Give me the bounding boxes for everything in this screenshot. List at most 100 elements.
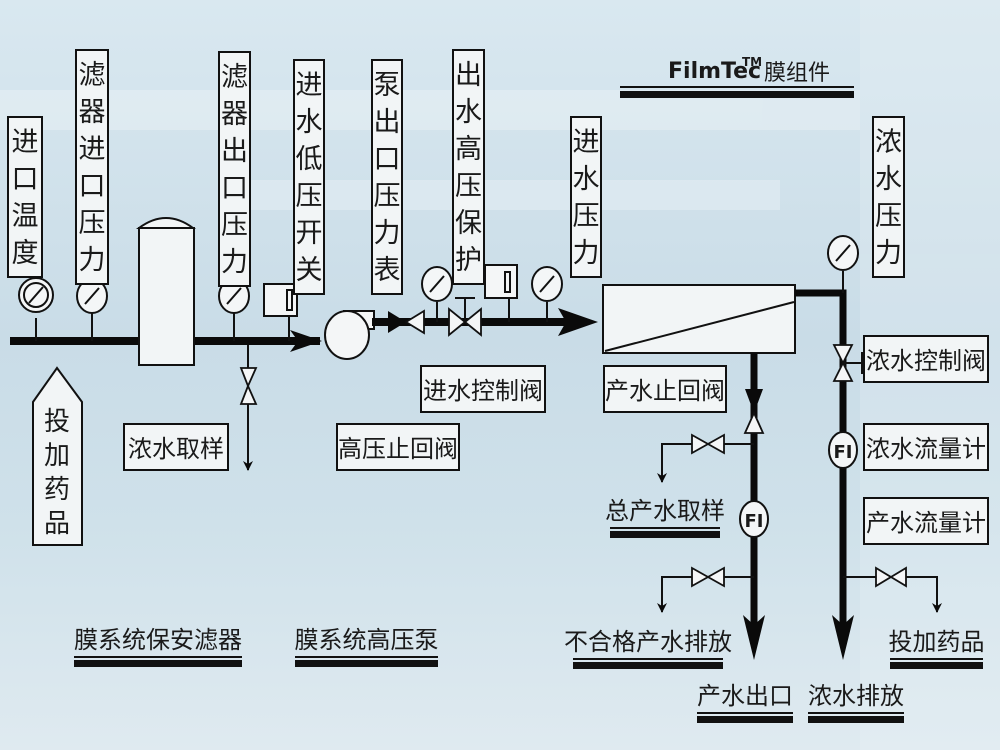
- high-pressure-pump-icon: [324, 310, 375, 360]
- cartridge-filter-vessel: [135, 217, 197, 366]
- chemical-dosing-branch: [843, 566, 942, 613]
- title-group: FilmTec TM 膜组件: [620, 55, 854, 98]
- label-char: 压: [296, 181, 323, 212]
- label-char: 压: [573, 201, 600, 232]
- label-permeate-check-valve: 产水止回阀: [603, 365, 727, 413]
- total-permeate-sampling-branch: [657, 433, 754, 483]
- svg-text:产水止回阀: 产水止回阀: [605, 377, 725, 405]
- label-high-pressure-check-valve: 高压止回阀: [336, 423, 460, 471]
- feed-pressure-gauge-icon: [531, 266, 563, 322]
- high-pressure-switch-icon: [484, 264, 518, 322]
- label-char: 进: [573, 127, 600, 158]
- label-high-pressure-pump: 膜系统高压泵: [295, 626, 439, 667]
- label-char: 器: [221, 99, 248, 130]
- concentrate-flowmeter-icon: FI: [828, 431, 858, 469]
- label-char: 力: [79, 245, 106, 276]
- label-char: 压: [79, 208, 106, 239]
- label-feed-control-valve: 进水控制阀: [420, 365, 546, 413]
- label-unqualified-permeate-drain: 不合格产水排放: [564, 628, 732, 669]
- label-char: 表: [374, 255, 401, 286]
- label-permeate-flowmeter: 产水流量计: [863, 497, 989, 545]
- filter-inlet-pressure-gauge-icon: [76, 278, 108, 341]
- label-concentrate-sampling: 浓水取样: [123, 423, 229, 471]
- label-char: 压: [374, 181, 401, 212]
- title-underline-thick: [620, 91, 854, 98]
- label-char: 关: [296, 255, 323, 286]
- svg-text:浓水取样: 浓水取样: [128, 435, 224, 463]
- label-char: 水: [296, 107, 323, 138]
- svg-text:膜系统高压泵: 膜系统高压泵: [295, 626, 439, 654]
- label-total-permeate-sampling: 总产水取样: [605, 497, 725, 538]
- label-char: 投: [44, 407, 70, 437]
- label-char: 滤: [221, 62, 248, 93]
- label-cartridge-filter: 膜系统保安滤器: [74, 626, 242, 667]
- label-char: 加: [44, 441, 70, 471]
- label-char: 口: [221, 173, 248, 204]
- concentrate-sampling-branch: [239, 345, 258, 471]
- label-char: 保: [455, 208, 482, 239]
- label-char: 口: [12, 164, 39, 195]
- label-char: 进: [296, 70, 323, 101]
- label-char: 力: [374, 218, 401, 249]
- label-char: 低: [296, 144, 323, 175]
- label-char: 品: [44, 509, 70, 539]
- label-char: 护: [455, 245, 482, 276]
- title-underline-thin: [620, 86, 854, 88]
- svg-text:总产水取样: 总产水取样: [605, 497, 725, 525]
- label-chemical-dosing: 投加药品: [889, 628, 985, 669]
- membrane-element-icon: [602, 284, 796, 354]
- label-char: 水: [573, 164, 600, 195]
- concentrate-pressure-gauge-icon: [827, 235, 859, 293]
- high-pressure-check-valve-icon: [388, 309, 425, 335]
- filter-outlet-pressure-gauge-icon: [218, 278, 250, 341]
- svg-text:产水流量计: 产水流量计: [866, 509, 986, 537]
- permeate-outlet-arrow: [743, 615, 765, 660]
- label-char: 泵: [374, 70, 401, 101]
- concentrate-control-valve-icon: [832, 344, 863, 382]
- title-tm: TM: [742, 55, 762, 69]
- label-char: 出: [455, 60, 482, 91]
- label-char: 力: [573, 238, 600, 269]
- label-char: 力: [875, 238, 902, 269]
- label-char: 出: [374, 107, 401, 138]
- svg-text:膜系统保安滤器: 膜系统保安滤器: [74, 626, 242, 654]
- label-char: 温: [12, 201, 39, 232]
- label-char: 水: [875, 164, 902, 195]
- label-char: 进: [12, 127, 39, 158]
- label-char: 口: [374, 144, 401, 175]
- svg-text:浓水控制阀: 浓水控制阀: [866, 347, 986, 375]
- concentrate-drain-arrow: [832, 615, 854, 660]
- label-char: 器: [79, 97, 106, 128]
- label-char: 浓: [875, 127, 902, 158]
- label-char: 压: [455, 171, 482, 202]
- inlet-temperature-gauge-icon: [18, 277, 54, 341]
- svg-text:进水控制阀: 进水控制阀: [423, 377, 543, 405]
- unqualified-drain-branch: [657, 566, 754, 613]
- label-char: 度: [12, 238, 39, 269]
- svg-text:高压止回阀: 高压止回阀: [338, 435, 458, 463]
- svg-text:产水出口: 产水出口: [697, 682, 793, 710]
- label-char: 力: [221, 247, 248, 278]
- label-char: 进: [79, 134, 106, 165]
- fi-text: FI: [834, 442, 853, 463]
- fi-text: FI: [745, 511, 764, 532]
- feed-arrow: [290, 330, 322, 352]
- title-suffix: 膜组件: [764, 61, 830, 86]
- label-char: 压: [221, 210, 248, 241]
- pump-outlet-pressure-gauge-icon: [421, 266, 453, 322]
- permeate-flowmeter-icon: FI: [739, 500, 769, 538]
- label-permeate-outlet: 产水出口: [697, 682, 793, 723]
- feed-control-valve-icon: [448, 297, 482, 337]
- label-concentrate-flowmeter: 浓水流量计: [863, 423, 989, 471]
- permeate-check-valve-icon: [743, 389, 765, 434]
